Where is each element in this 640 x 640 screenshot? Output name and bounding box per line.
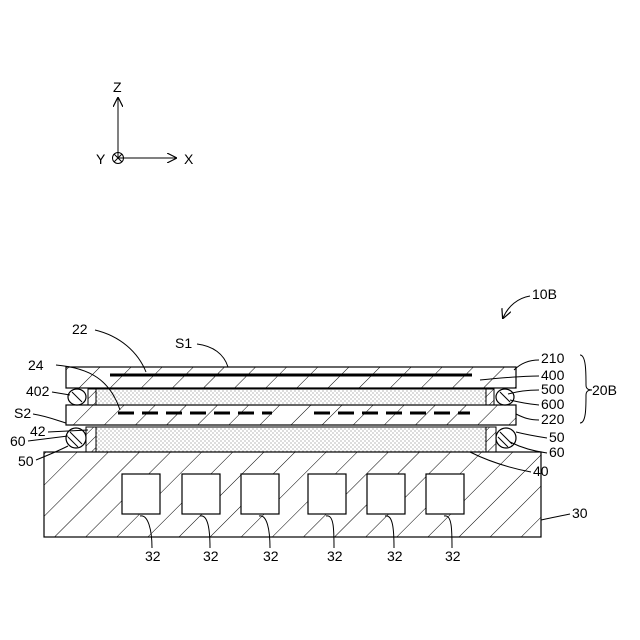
label-220: 220: [541, 411, 565, 427]
assembly-callout: 10B: [503, 286, 557, 318]
label-50-left: 50: [18, 453, 34, 469]
label-32-1: 32: [145, 548, 161, 564]
x-axis-label: X: [184, 151, 194, 167]
label-30: 30: [572, 505, 588, 521]
label-22: 22: [72, 321, 88, 337]
label-32-4: 32: [327, 548, 343, 564]
label-60-right: 60: [549, 444, 565, 460]
layer-40: [66, 427, 516, 452]
plate-210: [66, 367, 516, 388]
y-axis-label: Y: [96, 151, 106, 167]
brace-20b: [580, 355, 592, 423]
plate-220: [66, 405, 516, 425]
label-50-right: 50: [549, 429, 565, 445]
label-24: 24: [28, 357, 44, 373]
label-402: 402: [26, 383, 50, 399]
label-32-2: 32: [203, 548, 219, 564]
label-60-left: 60: [10, 433, 26, 449]
label-s2: S2: [14, 405, 31, 421]
label-210: 210: [541, 350, 565, 366]
assembly-label: 10B: [532, 286, 557, 302]
z-axis-label: Z: [113, 79, 122, 95]
label-42: 42: [30, 423, 46, 439]
label-s1: S1: [175, 335, 192, 351]
label-32-6: 32: [445, 548, 461, 564]
label-40: 40: [533, 463, 549, 479]
label-500: 500: [541, 381, 565, 397]
label-20b: 20B: [592, 382, 617, 398]
label-32-5: 32: [387, 548, 403, 564]
layer-500: [68, 389, 514, 405]
coordinate-axes: Z X Y: [96, 79, 194, 167]
label-600: 600: [541, 396, 565, 412]
label-32-3: 32: [263, 548, 279, 564]
base-plate-30: [44, 452, 541, 537]
